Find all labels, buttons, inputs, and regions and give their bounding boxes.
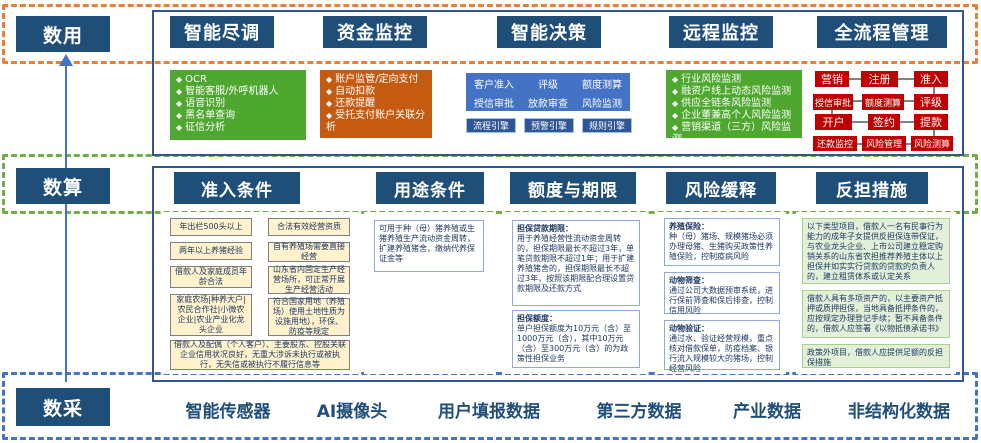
- collect-item-third-party: 第三方数据: [596, 401, 682, 422]
- mitigation-insurance-title: 养殖保险：: [669, 222, 709, 231]
- collect-item-ai-camera: AI摄像头: [316, 401, 388, 422]
- fund-monitor-list: 账户监管/定向支付 自动扣款 还款提醒 受托支付账户关联分析: [320, 70, 432, 138]
- fund-monitor-item: 受托支付账户关联分析: [326, 110, 426, 134]
- decision-cell: 放款审查: [528, 99, 568, 110]
- collect-item-user-data: 用户填报数据: [438, 401, 540, 422]
- compute-header-limit: 额度与期限: [510, 172, 636, 204]
- due-diligence-item: OCR: [176, 74, 300, 86]
- use-header-due-diligence: 智能尽调: [170, 16, 274, 48]
- remote-monitor-item: 企业董兼高个人风险监测: [672, 110, 796, 122]
- process-flow-connectors: [831, 78, 935, 145]
- mitigation-insurance-box: 养殖保险： 种（母）猪场、规模猪场必须办理母猪、生猪购买政策性养殖保险，控制疫病…: [664, 218, 780, 266]
- admission-right-item: 山东省内固定生产经营场所，可正常开展生产经营活动: [268, 265, 350, 294]
- compute-inner-frame: [152, 166, 964, 382]
- process-step-open-account: 开户: [815, 114, 852, 130]
- due-diligence-item: 语音识别: [176, 98, 300, 110]
- process-step-rating: 评级: [914, 94, 948, 110]
- mitigation-insurance-text: 种（母）猪场、规模猪场必须办理母猪、生猪购买政策性养殖保险，控制疫病风险: [669, 232, 773, 261]
- mitigation-verification-box: 动物验证： 通过水、验证经营规模，重点核对借款保单，防疫档案、银行流入规模较大的…: [664, 320, 780, 373]
- due-diligence-item: 黑名单查询: [176, 110, 300, 122]
- engine-rules: 规则引擎: [582, 118, 632, 133]
- process-step-risk-calc: 风险测算: [911, 136, 953, 151]
- engine-warning: 预警引擎: [524, 118, 574, 133]
- mitigation-screening-text: 通过公司大数据预审系统，进行保前筛查和保后排查，控制信用风险: [669, 286, 773, 315]
- counter-item: 借款人具有多项资产的，以主要资产抵押或质押担保，当地具备抵押条件的，应按规定办理…: [802, 290, 950, 338]
- limit-amount-box: 担保额度： 单户担保额度为10万元（含）至1000万元（含），其中10万元（含）…: [512, 310, 640, 368]
- decision-cell: 授信审批: [474, 99, 514, 110]
- use-layer-label: 数用: [16, 16, 110, 52]
- compute-header-admission: 准入条件: [174, 172, 300, 204]
- compute-header-mitigation: 风险缓释: [666, 172, 776, 204]
- collect-item-industry: 产业数据: [733, 401, 801, 422]
- admission-left-item: 两年以上养猪经验: [170, 242, 252, 260]
- remote-monitor-list: 行业风险监测 融资户线上动态风险监测 供应全链条风险监测 企业董兼高个人风险监测…: [666, 70, 802, 145]
- mitigation-screening-box: 动物筛查： 通过公司大数据预审系统，进行保前筛查和保后排查，控制信用风险: [664, 272, 780, 315]
- admission-left-item: 借款人及家庭成员年龄合法: [170, 266, 252, 288]
- use-header-smart-decision: 智能决策: [497, 16, 601, 48]
- fund-monitor-item: 还款提醒: [326, 98, 426, 110]
- decision-cell: 客户准入: [474, 80, 514, 91]
- admission-left-item: 年出栏500头以上: [170, 218, 252, 236]
- admission-right-item: 自有养殖场需要直接经营: [268, 242, 350, 262]
- limit-term-text: 用于养殖经营性流动资金周转的，担保期限最长不超过3年，单笔贷款期限不超过1年；用…: [517, 234, 635, 293]
- fund-monitor-item: 自动扣款: [326, 86, 426, 98]
- process-step-marketing: 营销: [815, 71, 849, 87]
- decision-cell: 风险监测: [582, 99, 622, 110]
- process-step-sign: 签约: [868, 114, 900, 130]
- use-header-remote-monitor: 远程监控: [669, 16, 773, 48]
- use-layer-frame: [2, 4, 978, 64]
- due-diligence-item: 征信分析: [176, 122, 300, 134]
- collect-layer-label: 数采: [16, 388, 110, 426]
- engine-process: 流程引擎: [466, 118, 516, 133]
- compute-header-counter: 反担措施: [816, 172, 928, 204]
- use-header-process-management: 全流程管理: [817, 16, 947, 48]
- process-step-limit-calc: 额度测算: [862, 94, 904, 110]
- mitigation-verification-text: 通过水、验证经营规模，重点核对借款保单，防疫档案、银行流入规模较大的猪场，控制经…: [669, 334, 773, 373]
- process-step-register: 注册: [861, 71, 898, 87]
- due-diligence-item: 智能客服/外呼机器人: [176, 86, 300, 98]
- collect-item-unstructured: 非结构化数据: [848, 401, 950, 422]
- remote-monitor-item: 供应全链条风险监测: [672, 98, 796, 110]
- process-step-repay-monitor: 还款监控: [813, 136, 857, 151]
- collect-item-sensor: 智能传感器: [185, 401, 271, 422]
- admission-right-item: 合法有效经营资质: [268, 218, 350, 236]
- compute-layer-label: 数算: [16, 168, 110, 204]
- process-step-admission: 准入: [914, 71, 948, 87]
- counter-item: 以下类型项目，借款人一名有民事行为能力的成年子女提供反担保连带保证，与农业龙头企…: [802, 218, 950, 284]
- remote-monitor-item: 融资户线上动态风险监测: [672, 86, 796, 98]
- admission-bottom-item: 借款人及配偶（个人客户）、主要股东、控股关联企业信用状况良好，无重大涉诉未执行或…: [170, 340, 350, 370]
- mitigation-verification-title: 动物验证：: [669, 324, 709, 333]
- limit-term-title: 担保贷款期限：: [517, 224, 573, 233]
- process-step-withdraw: 提款: [914, 114, 948, 130]
- purpose-text: 可用于种（母）猪养殖或生猪养殖生产流动资金周转，扩建养殖猪舍，缴纳代养保证金等: [374, 220, 484, 272]
- due-diligence-list: OCR 智能客服/外呼机器人 语音识别 黑名单查询 征信分析: [170, 70, 306, 140]
- counter-item: 政策外项目，借款人应提供足额的反担保措施: [802, 344, 950, 368]
- mitigation-screening-title: 动物筛查：: [669, 276, 709, 285]
- decision-cell: 评级: [538, 80, 558, 91]
- compute-header-purpose: 用途条件: [376, 172, 484, 204]
- use-inner-frame: [152, 10, 964, 156]
- limit-amount-text: 单户担保额度为10万元（含）至1000万元（含），其中10万元（含）至300万元…: [517, 324, 632, 363]
- remote-monitor-item: 行业风险监测: [672, 74, 796, 86]
- limit-term-box: 担保贷款期限： 用于养殖经营性流动资金周转的，担保期限最长不超过3年，单笔贷款期…: [512, 220, 640, 306]
- decision-cell: 额度测算: [582, 80, 622, 91]
- limit-amount-title: 担保额度：: [517, 314, 557, 323]
- upward-arrow-icon: [59, 54, 73, 382]
- process-step-credit-approval: 授信审批: [813, 94, 853, 110]
- remote-monitor-item: 营销渠道（三方）风险监测: [672, 122, 796, 146]
- admission-left-item: 家庭农场|种养大户|农民合作社|小微农企业|农业产业化龙头企业: [170, 294, 252, 336]
- use-header-fund-monitor: 资金监控: [323, 16, 427, 48]
- fund-monitor-item: 账户监管/定向支付: [326, 74, 426, 86]
- decision-grid: 客户准入 评级 额度测算 授信审批 放款审查 风险监测: [466, 73, 630, 111]
- admission-right-item: 符合国家用地（养殖场）使用土地性质为设施用地），环保、防疫等规定: [268, 297, 350, 336]
- process-step-risk-management: 风险管理: [862, 136, 906, 151]
